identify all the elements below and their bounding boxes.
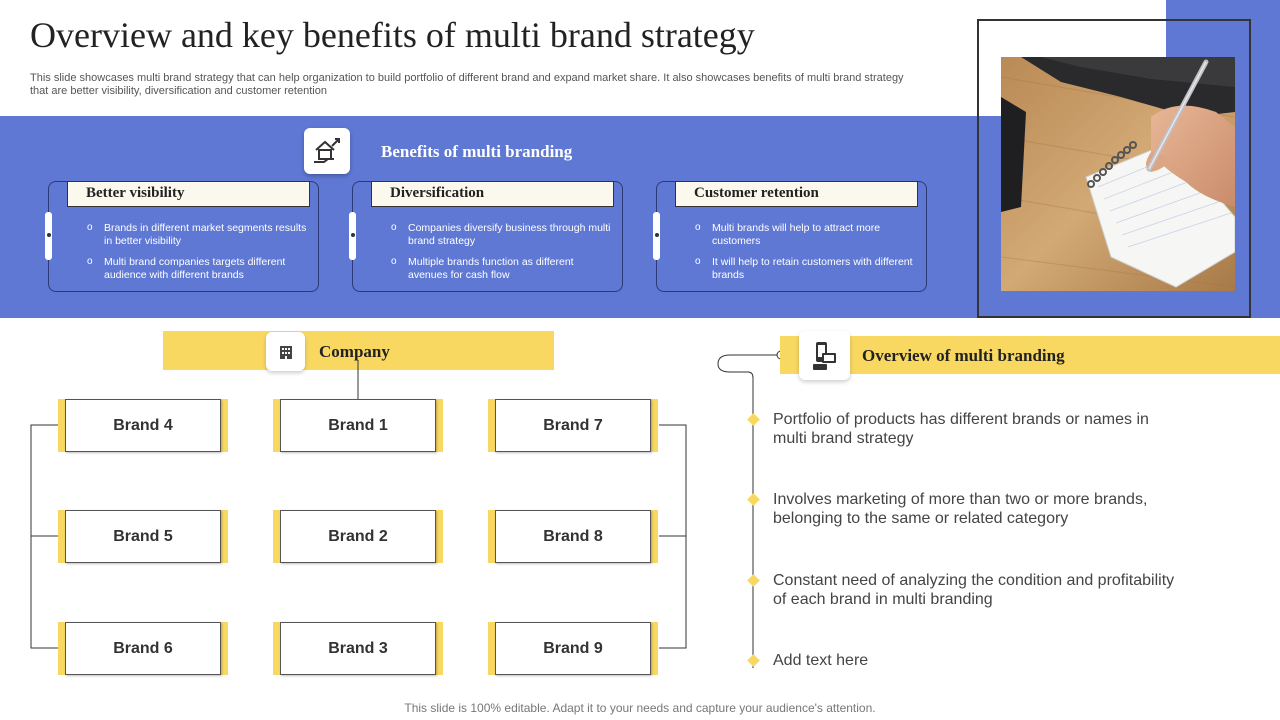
benefit-card-title: Better visibility: [67, 181, 310, 207]
card-side-dot: [47, 233, 51, 237]
brand-box: Brand 1: [280, 399, 436, 452]
brand-box: Brand 8: [495, 510, 651, 563]
building-icon: [266, 332, 305, 371]
card-side-dot: [655, 233, 659, 237]
brand-box: Brand 5: [65, 510, 221, 563]
overview-heading: Overview of multi branding: [862, 346, 1065, 365]
benefit-point: Multiple brands function as different av…: [391, 255, 611, 282]
benefit-point: It will help to retain customers with di…: [695, 255, 915, 282]
overview-point: Portfolio of products has different bran…: [773, 411, 1149, 447]
benefit-point: Multi brand companies targets different …: [87, 255, 307, 282]
brand-box: Brand 7: [495, 399, 651, 452]
benefit-point: Brands in different market segments resu…: [87, 221, 307, 248]
benefit-point: Multi brands will help to attract more c…: [695, 221, 915, 248]
overview-point: Constant need of analyzing the condition…: [773, 572, 1175, 608]
house-money-growth-icon: [304, 128, 350, 174]
company-label: Company: [319, 342, 390, 361]
overview-point: Involves marketing of more than two or m…: [773, 491, 1148, 527]
benefits-heading: Benefits of multi branding: [381, 142, 573, 161]
benefit-card-title: Customer retention: [675, 181, 918, 207]
footer-note: This slide is 100% editable. Adapt it to…: [404, 701, 876, 715]
brand-box: Brand 6: [65, 622, 221, 675]
benefit-points: Multi brands will help to attract more c…: [695, 221, 915, 290]
page-title: Overview and key benefits of multi brand…: [30, 15, 755, 55]
page-subtitle: This slide showcases multi brand strateg…: [30, 72, 904, 97]
benefit-points: Companies diversify business through mul…: [391, 221, 611, 290]
benefit-card-title: Diversification: [371, 181, 614, 207]
brand-box: Brand 9: [495, 622, 651, 675]
benefit-point: Companies diversify business through mul…: [391, 221, 611, 248]
photo-frame: [977, 19, 1251, 318]
overview-header-bar: [780, 336, 1280, 374]
benefit-card-diversification: Diversification Companies diversify busi…: [349, 181, 623, 292]
brand-box: Brand 2: [280, 510, 436, 563]
benefit-points: Brands in different market segments resu…: [87, 221, 307, 290]
card-side-dot: [351, 233, 355, 237]
devices-icon: [799, 331, 850, 380]
brand-box: Brand 4: [65, 399, 221, 452]
benefit-card-better-visibility: Better visibility Brands in different ma…: [45, 181, 319, 292]
benefit-card-customer-retention: Customer retention Multi brands will hel…: [653, 181, 927, 292]
hand-writing-notepad-photo: [1001, 57, 1235, 291]
brand-box: Brand 3: [280, 622, 436, 675]
overview-point: Add text here: [773, 652, 869, 669]
